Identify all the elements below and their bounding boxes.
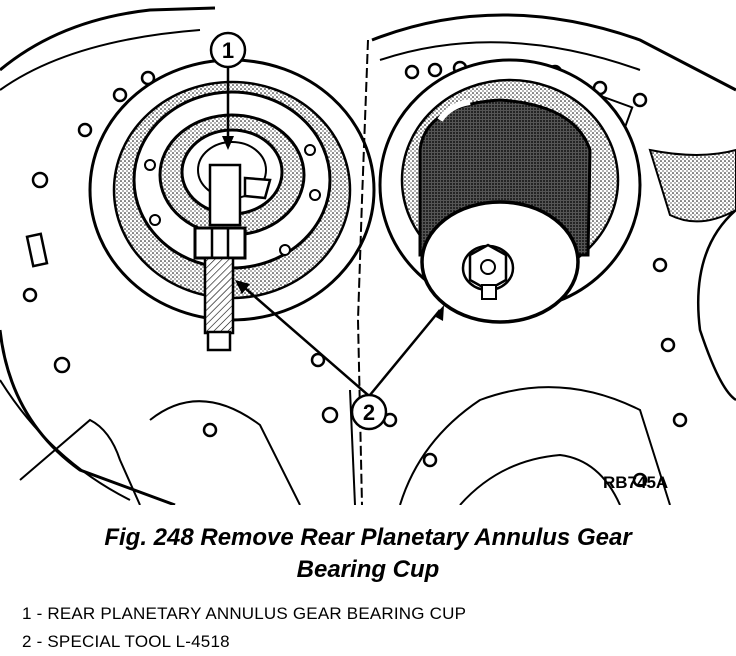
callout-2: 2 [350,393,388,431]
caption-line-2: Bearing Cup [296,556,440,583]
caption-line-1: Fig. 248 Remove Rear Planetary Annulus G… [104,524,632,551]
callout-2-arrowhead-left [235,280,250,294]
callout-legend: 1 - REAR PLANETARY ANNULUS GEAR BEARING … [22,600,466,656]
left-bore-bolt-holes [144,144,321,256]
special-tool-cup [418,98,592,324]
callout-2-arrowhead-right [434,305,444,321]
right-housing-shaded-area [648,148,736,223]
callout-2-number: 2 [363,400,375,425]
callout-1: 1 [209,31,247,69]
callout-1-number: 1 [222,38,234,63]
figure-caption: Fig. 248 Remove Rear Planetary Annulus G… [0,522,736,586]
legend-item-2: 2 - SPECIAL TOOL L-4518 [22,632,230,651]
special-tool-threaded-rod [193,163,272,352]
callout-leaders [226,66,441,396]
right-transmission-housing [371,13,736,505]
callout-1-arrowhead [222,136,234,150]
legend-item-1: 1 - REAR PLANETARY ANNULUS GEAR BEARING … [22,604,467,623]
illustration-drawing: 1 2 RB745A [0,6,736,505]
housing-lug [25,232,49,268]
figure-reference-code: RB745A [603,473,668,492]
left-housing-bolt-holes [22,70,339,438]
technical-illustration: 1 2 RB745A [0,6,736,505]
left-transmission-housing [0,6,356,505]
center-divider [356,39,369,505]
